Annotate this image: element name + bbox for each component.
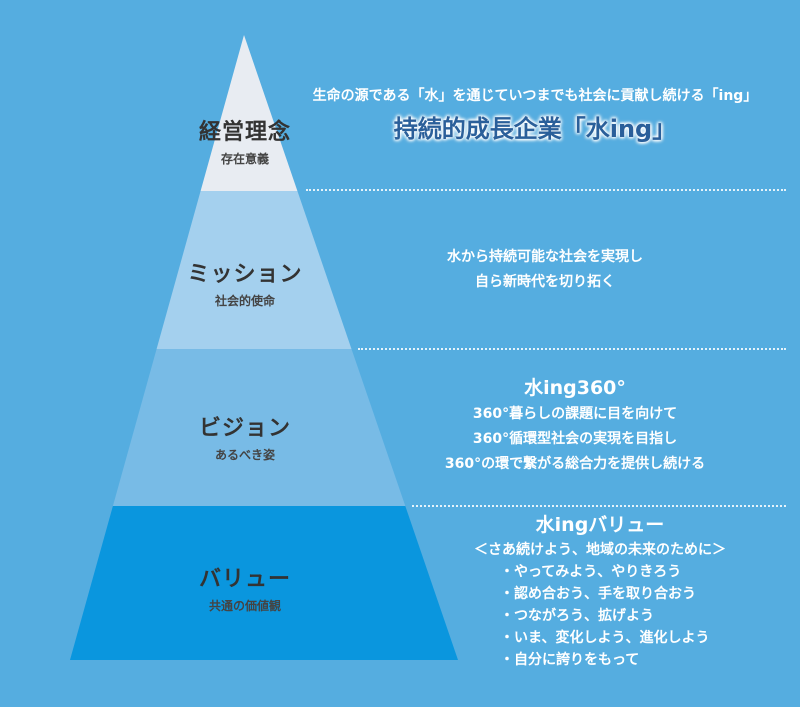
tier-subtitle: 共通の価値観 (208, 599, 281, 613)
tier-subtitle: 存在意義 (220, 152, 269, 166)
pyramid-tier-mission (156, 191, 352, 349)
philosophy-description: 生命の源である「水」を通じていつまでも社会に貢献し続ける「ing」 持続的成長企… (300, 84, 770, 147)
values-intro: ＜さあ続けよう、地域の未来のために＞ (474, 542, 726, 558)
list-item: ・つながろう、拡げよう (500, 608, 654, 624)
tier-label-vision: ビジョン あるべき姿 (145, 410, 345, 463)
list-item: ・いま、変化しよう、進化しよう (500, 630, 710, 646)
mission-line: 水から持続可能な社会を実現し (447, 249, 643, 265)
values-description: 水ingバリュー ＜さあ続けよう、地域の未来のために＞ ・やってみよう、やりきろ… (430, 511, 770, 671)
separator-3 (412, 505, 786, 507)
list-item: ・認め合おう、手を取り合おう (500, 586, 696, 602)
separator-2 (358, 348, 786, 350)
philosophy-headline: 持続的成長企業「水ing」 (393, 115, 677, 143)
tier-label-philosophy: 経営理念 存在意義 (145, 114, 345, 167)
tier-label-mission: ミッション 社会的使命 (145, 256, 345, 309)
tier-title: ミッション (187, 262, 303, 287)
vision-line: 360°の環で繋がる総合力を提供し続ける (444, 456, 706, 472)
mission-description: 水から持続可能な社会を実現し 自ら新時代を切り拓く (390, 245, 700, 295)
vision-heading: 水ing360° (524, 377, 626, 399)
separator-1 (306, 189, 786, 191)
list-item: ・自分に誇りをもって (500, 652, 640, 668)
tier-title: ビジョン (198, 416, 291, 441)
values-heading: 水ingバリュー (535, 514, 665, 536)
vision-description: 水ing360° 360°暮らしの課題に目を向けて 360°循環型社会の実現を目… (410, 374, 740, 477)
tier-title: 経営理念 (198, 120, 291, 145)
pyramid-tier-vision (112, 349, 406, 506)
pyramid-tier-philosophy (200, 35, 298, 191)
vision-line: 360°循環型社会の実現を目指し (472, 431, 678, 447)
tier-subtitle: あるべき姿 (214, 448, 275, 462)
tier-label-values: バリュー 共通の価値観 (145, 561, 345, 614)
vision-line: 360°暮らしの課題に目を向けて (472, 406, 678, 422)
philosophy-line: 生命の源である「水」を通じていつまでも社会に貢献し続ける「ing」 (312, 88, 758, 104)
tier-title: バリュー (198, 567, 291, 592)
pyramid-tier-values (70, 506, 458, 660)
list-item: ・やってみよう、やりきろう (500, 564, 682, 580)
mission-line: 自ら新時代を切り拓く (475, 274, 615, 290)
values-list: ・やってみよう、やりきろう ・認め合おう、手を取り合おう ・つながろう、拡げよう… (500, 561, 770, 671)
tier-subtitle: 社会的使命 (214, 294, 275, 308)
